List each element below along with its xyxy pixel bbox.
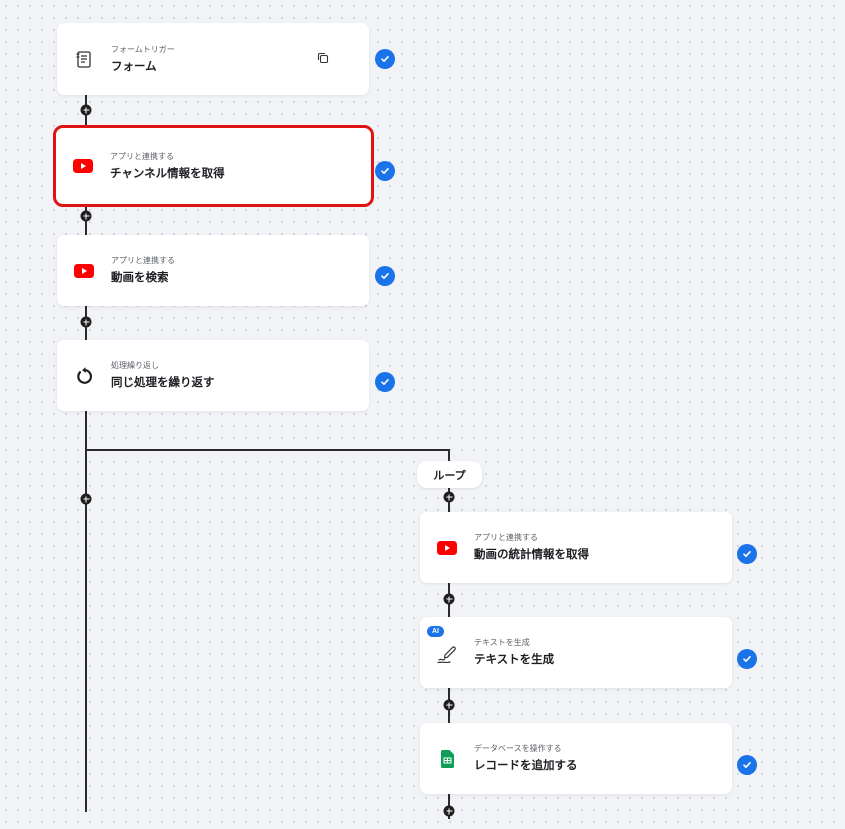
youtube-icon	[57, 263, 111, 278]
completed-check-icon	[737, 544, 757, 564]
completed-check-icon	[375, 161, 395, 181]
step-card-form-trigger[interactable]: フォームトリガー フォーム	[57, 23, 369, 95]
completed-check-icon	[375, 372, 395, 392]
main-connector-line	[85, 94, 87, 812]
step-card-add-record[interactable]: データベースを操作する レコードを追加する	[420, 723, 732, 794]
loop-arrow-icon	[57, 366, 111, 386]
completed-check-icon	[737, 755, 757, 775]
step-title: 動画の統計情報を取得	[474, 549, 589, 561]
step-title: 動画を検索	[111, 272, 169, 284]
add-step-button[interactable]	[443, 805, 455, 817]
add-step-button[interactable]	[80, 493, 92, 505]
step-title: テキストを生成	[474, 654, 555, 666]
step-category: 処理繰り返し	[111, 361, 159, 370]
add-step-button[interactable]	[443, 699, 455, 711]
completed-check-icon	[375, 266, 395, 286]
ai-badge: AI	[427, 626, 444, 637]
step-category: アプリと連携する	[474, 533, 538, 542]
youtube-icon	[420, 540, 474, 555]
step-title: 同じ処理を繰り返す	[111, 377, 215, 389]
loop-branch-line	[85, 449, 449, 451]
sheets-icon	[420, 749, 474, 768]
step-category: アプリと連携する	[110, 151, 174, 161]
step-title: チャンネル情報を取得	[110, 167, 225, 180]
loop-label: ループ	[417, 461, 482, 488]
form-icon	[57, 49, 111, 69]
step-category: データベースを操作する	[474, 744, 562, 753]
step-title: フォーム	[111, 60, 157, 73]
youtube-icon	[56, 159, 110, 173]
completed-check-icon	[737, 649, 757, 669]
step-card-get-channel-info[interactable]: アプリと連携する チャンネル情報を取得	[53, 125, 374, 207]
add-step-button[interactable]	[80, 104, 92, 116]
copy-icon[interactable]	[317, 52, 329, 64]
add-step-button[interactable]	[443, 491, 455, 503]
step-card-generate-text[interactable]: テキストを生成 テキストを生成	[420, 617, 732, 688]
step-card-search-videos[interactable]: アプリと連携する 動画を検索	[57, 235, 369, 306]
step-category: フォームトリガー	[111, 44, 175, 54]
step-card-repeat-process[interactable]: 処理繰り返し 同じ処理を繰り返す	[57, 340, 369, 411]
add-step-button[interactable]	[443, 593, 455, 605]
add-step-button[interactable]	[80, 316, 92, 328]
step-title: レコードを追加する	[474, 760, 578, 772]
step-category: テキストを生成	[474, 638, 530, 647]
pen-icon	[420, 642, 474, 664]
completed-check-icon	[375, 49, 395, 69]
add-step-button[interactable]	[80, 210, 92, 222]
step-category: アプリと連携する	[111, 256, 175, 265]
step-card-get-video-stats[interactable]: アプリと連携する 動画の統計情報を取得	[420, 512, 732, 583]
